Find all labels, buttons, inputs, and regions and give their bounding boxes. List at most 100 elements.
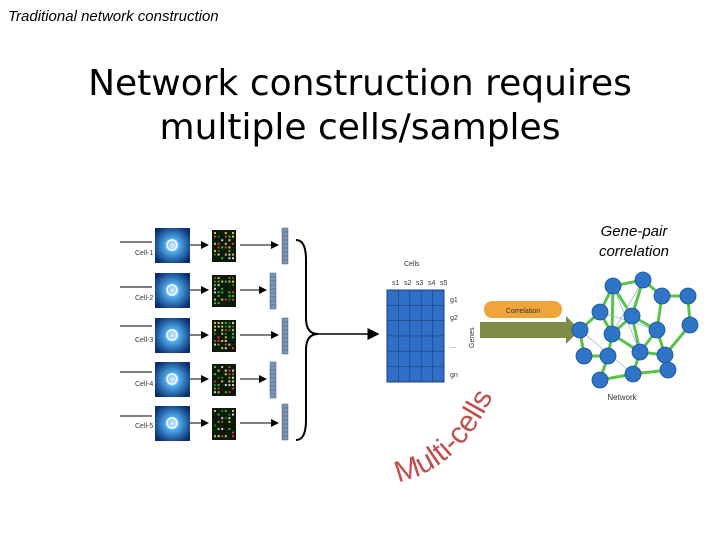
expression-vector — [281, 403, 289, 441]
microarray-icon — [212, 364, 236, 396]
microarray-spot — [228, 376, 231, 379]
microarray-spot — [228, 373, 231, 376]
correlation-badge — [484, 301, 562, 318]
microarray-spot — [224, 280, 227, 283]
gene-label: gn — [450, 372, 458, 379]
microarray-spot — [228, 366, 231, 368]
microarray-spot — [221, 366, 224, 368]
microarray-spot — [214, 322, 216, 324]
correlation-arrow — [480, 316, 580, 344]
microarray-spot — [232, 322, 234, 324]
microarray-spot — [221, 380, 224, 383]
microarray-spot — [224, 325, 227, 328]
microarray-spot — [217, 291, 220, 294]
sample-header: s1 — [392, 280, 400, 287]
microarray-spot — [221, 420, 224, 423]
title-line-2: multiple cells/samples — [159, 107, 561, 148]
microarray-spot — [224, 347, 227, 350]
microarray-spot — [224, 343, 227, 346]
microarray-spot — [224, 298, 227, 301]
network-node — [591, 303, 609, 321]
microarray-spot — [228, 420, 231, 423]
cell-image-icon — [155, 406, 190, 441]
network-node — [679, 287, 697, 305]
microarray-spot — [221, 325, 224, 328]
network-node — [604, 277, 622, 295]
microarray-spot — [232, 435, 234, 438]
microarray-spot — [232, 387, 234, 390]
microarray-spot — [217, 369, 220, 372]
cell-rows: Cell-1 Cell-2 Cell-3 — [120, 227, 289, 441]
microarray-spot — [214, 291, 216, 294]
microarray-spot — [214, 298, 216, 301]
microarray-spot — [232, 284, 234, 287]
microarray-spot — [217, 435, 220, 438]
microarray-spot — [224, 369, 227, 372]
microarray-spot — [217, 242, 220, 245]
microarray-spot — [228, 428, 231, 430]
microarray-spot — [217, 253, 220, 256]
microarray-spot — [224, 235, 227, 238]
microarray-spot — [228, 291, 231, 294]
microarray-spot — [228, 246, 231, 249]
expression-vector — [269, 361, 277, 399]
microarray-spot — [214, 435, 216, 438]
microarray-spot — [232, 410, 234, 412]
expression-vector — [281, 317, 289, 355]
multi-cells-text: Multi-cells — [390, 384, 499, 489]
expression-vector — [281, 227, 289, 265]
network-node — [591, 371, 609, 389]
network-node — [571, 321, 589, 339]
microarray-spot — [232, 295, 234, 297]
cell-row-1: Cell-1 — [120, 227, 289, 265]
microarray-spot — [217, 387, 220, 390]
microarray-spot — [232, 380, 234, 383]
network-node — [624, 365, 642, 383]
microarray-spot — [224, 332, 227, 335]
microarray-spot — [232, 332, 234, 335]
corner-title: Traditional network construction — [8, 8, 219, 25]
microarray-spot — [228, 369, 231, 372]
microarray-spot — [214, 340, 216, 342]
microarray-spot — [214, 280, 216, 283]
microarray-spot — [214, 232, 216, 234]
microarray-spot — [214, 277, 216, 279]
microarray-spot — [214, 424, 216, 427]
gene-label: g2 — [450, 315, 458, 322]
microarray-spot — [214, 391, 216, 394]
microarray-spot — [224, 242, 227, 245]
sample-header: s3 — [416, 280, 424, 287]
microarray-spot — [232, 298, 234, 301]
microarray-spot — [224, 253, 227, 256]
microarray-spot — [221, 428, 224, 430]
microarray-spot — [214, 302, 216, 305]
microarray-spot — [217, 391, 220, 394]
cell-label: Cell-2 — [135, 295, 153, 302]
microarray-spot — [221, 417, 224, 420]
microarray-spot — [228, 257, 231, 260]
microarray-spot — [217, 295, 220, 297]
microarray-spot — [228, 253, 231, 256]
cell-label: Cell-4 — [135, 381, 153, 388]
microarray-spot — [224, 410, 227, 412]
microarray-spot — [232, 431, 234, 434]
microarray-spot — [224, 246, 227, 249]
gene-label: g1 — [450, 297, 458, 304]
microarray-spot — [224, 417, 227, 420]
microarray-spot — [221, 329, 224, 332]
network-node — [634, 271, 652, 289]
microarray-icon — [212, 320, 236, 352]
microarray-spot — [217, 340, 220, 342]
microarray-spot — [221, 246, 224, 249]
microarray-spot — [217, 322, 220, 324]
microarray-spot — [214, 332, 216, 335]
microarray-spot — [224, 435, 227, 438]
microarray-icon — [212, 408, 236, 440]
microarray-icon — [212, 230, 236, 262]
microarray-spot — [217, 284, 220, 287]
microarray-spot — [232, 235, 234, 238]
sample-header: s2 — [404, 280, 412, 287]
network-node — [599, 347, 617, 365]
microarray-spot — [214, 284, 216, 287]
microarray-spot — [221, 322, 224, 324]
